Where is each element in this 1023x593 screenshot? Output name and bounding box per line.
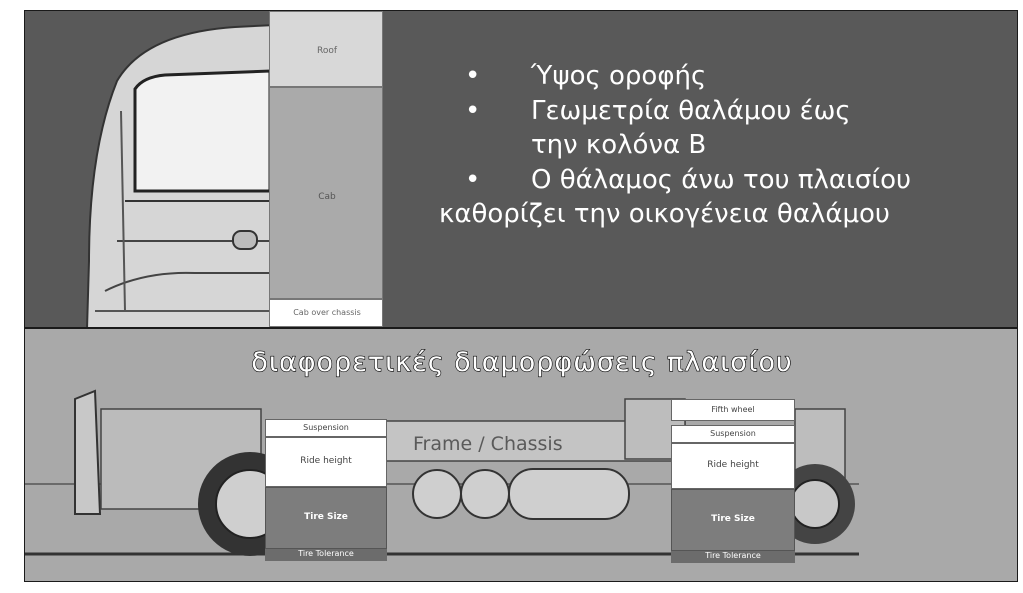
front-ride-height-label: Ride height xyxy=(300,456,352,466)
cab-panel: Roof Cab Cab over chassis • Ύψος οροφής •… xyxy=(24,10,1018,328)
cab-over-chassis-box: Cab over chassis xyxy=(269,299,383,327)
frame-label: Frame / Chassis xyxy=(413,433,563,455)
chassis-panel: διαφορετικές διαμορφώσεις πλαισίου Frame… xyxy=(24,328,1018,582)
bullet-text: Ύψος οροφής xyxy=(531,61,707,91)
bullet-text: καθορίζει την οικογένεια θαλάμου xyxy=(439,199,890,230)
rear-axle-stack: Fifth wheel Suspension Ride height Tire … xyxy=(671,399,795,565)
bullet-marker: • xyxy=(465,164,481,195)
rear-ride-height-box: Ride height xyxy=(671,443,795,489)
front-ride-height-box: Ride height xyxy=(265,437,387,487)
front-tire-size-label: Tire Size xyxy=(304,512,348,522)
bullet-item: • Γεωμετρία θαλάμου έως xyxy=(465,94,911,129)
roof-box: Roof xyxy=(269,11,383,87)
rear-tire-size-box: Tire Size xyxy=(671,489,795,551)
rear-suspension-label: Suspension xyxy=(710,429,756,438)
rear-tire-tolerance-box: Tire Tolerance xyxy=(671,551,795,563)
bullet-marker: • xyxy=(465,61,481,91)
truck-chassis-drawing xyxy=(25,389,859,556)
rear-tire-tolerance-label: Tire Tolerance xyxy=(705,551,761,560)
bullet-text: Ο θάλαμος άνω του πλαισίου xyxy=(531,164,912,195)
cab-box: Cab xyxy=(269,87,383,299)
rear-ride-height-label: Ride height xyxy=(707,460,759,470)
rear-suspension-box: Suspension xyxy=(671,425,795,443)
chassis-title: διαφορετικές διαμορφώσεις πλαισίου xyxy=(251,346,793,378)
roof-label: Roof xyxy=(316,46,338,56)
rear-fifth-wheel-label: Fifth wheel xyxy=(711,405,755,414)
front-suspension-box: Suspension xyxy=(265,419,387,437)
front-tire-tolerance-label: Tire Tolerance xyxy=(298,549,354,558)
front-tire-tolerance-box: Tire Tolerance xyxy=(265,549,387,561)
bullet-marker: • xyxy=(465,95,481,126)
bullet-continuation: την κολόνα Β xyxy=(465,128,911,163)
bullet-text: Γεωμετρία θαλάμου έως xyxy=(531,95,851,126)
bullet-text: την κολόνα Β xyxy=(531,130,707,161)
front-suspension-label: Suspension xyxy=(303,423,349,432)
front-tire-size-box: Tire Size xyxy=(265,487,387,549)
cab-over-chassis-label: Cab over chassis xyxy=(293,308,361,317)
rear-tire-size-label: Tire Size xyxy=(711,514,755,524)
front-axle-stack: Suspension Ride height Tire Size Tire To… xyxy=(265,419,387,563)
rear-fifth-wheel-box: Fifth wheel xyxy=(671,399,795,421)
cab-label: Cab xyxy=(318,192,336,202)
bullet-list: • Ύψος οροφής • Γεωμετρία θαλάμου έως την … xyxy=(439,59,911,232)
bullet-continuation: καθορίζει την οικογένεια θαλάμου xyxy=(439,197,911,232)
cab-dimension-column: Roof Cab Cab over chassis xyxy=(269,11,383,327)
bullet-item: • Ο θάλαμος άνω του πλαισίου xyxy=(465,163,911,198)
bullet-item: • Ύψος οροφής xyxy=(465,59,911,94)
